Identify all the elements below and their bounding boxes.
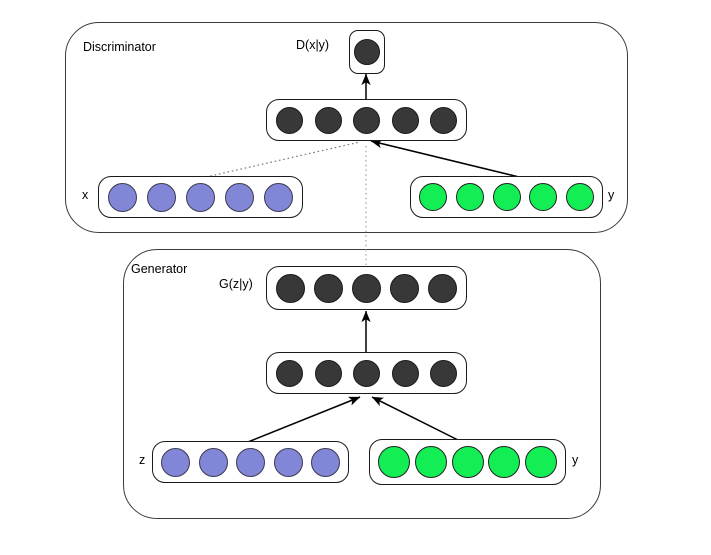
edge-y-to-dhidden xyxy=(370,139,520,178)
input-node-z xyxy=(236,447,265,477)
discriminator-output-node xyxy=(354,39,380,65)
hidden-node xyxy=(353,106,380,134)
hidden-node xyxy=(276,106,303,134)
discriminator-output-label: D(x|y) xyxy=(296,38,330,52)
discriminator-hidden-layer[interactable] xyxy=(266,99,467,141)
edge-z-to-ghidden xyxy=(247,396,361,443)
input-node-z xyxy=(273,447,303,477)
generator-hidden-layer[interactable] xyxy=(266,352,467,394)
generator-module-box xyxy=(123,249,601,519)
generator-output-node xyxy=(276,273,305,303)
input-node-x xyxy=(264,182,293,212)
input-node-z xyxy=(161,447,190,477)
hidden-node xyxy=(391,106,419,134)
input-node-y xyxy=(451,446,484,478)
input-node-x xyxy=(186,182,215,212)
hidden-node xyxy=(314,359,342,387)
hidden-node xyxy=(430,106,457,134)
input-node-y xyxy=(414,446,447,478)
hidden-node xyxy=(430,359,457,387)
discriminator-input-x-label: x xyxy=(82,188,89,202)
input-node-y xyxy=(492,183,521,211)
input-node-y xyxy=(419,183,447,211)
edge-ygen-to-ghidden xyxy=(371,396,463,443)
generator-output-node xyxy=(352,273,381,303)
edge-x-to-dhidden xyxy=(205,141,361,178)
input-node-y xyxy=(525,446,557,478)
discriminator-input-y-layer[interactable] xyxy=(410,176,603,218)
generator-input-z-layer[interactable] xyxy=(152,441,349,483)
generator-output-node xyxy=(428,273,457,303)
generator-output-node xyxy=(314,273,343,303)
generator-input-z-label: z xyxy=(139,453,146,467)
input-node-y xyxy=(566,183,594,211)
input-node-x xyxy=(108,182,137,212)
hidden-node xyxy=(353,359,380,387)
generator-title: Generator xyxy=(131,262,188,276)
generator-output-label: G(z|y) xyxy=(219,277,253,291)
generator-output-node xyxy=(390,273,419,303)
input-node-x xyxy=(147,182,176,212)
input-node-y xyxy=(378,446,410,478)
discriminator-output-box[interactable] xyxy=(349,30,385,74)
discriminator-input-x-layer[interactable] xyxy=(98,176,303,218)
input-node-y xyxy=(455,183,484,211)
generator-input-y-label: y xyxy=(572,453,579,467)
hidden-node xyxy=(314,106,342,134)
generator-output-layer[interactable] xyxy=(266,266,467,310)
discriminator-module-box xyxy=(65,22,628,233)
hidden-node xyxy=(276,359,303,387)
input-node-y xyxy=(529,183,558,211)
input-node-z xyxy=(198,447,228,477)
generator-input-y-layer[interactable] xyxy=(369,439,566,485)
input-node-z xyxy=(311,447,340,477)
input-node-y xyxy=(488,446,521,478)
hidden-node xyxy=(391,359,419,387)
input-node-x xyxy=(225,182,254,212)
discriminator-title: Discriminator xyxy=(83,40,156,54)
discriminator-input-y-label: y xyxy=(608,188,615,202)
